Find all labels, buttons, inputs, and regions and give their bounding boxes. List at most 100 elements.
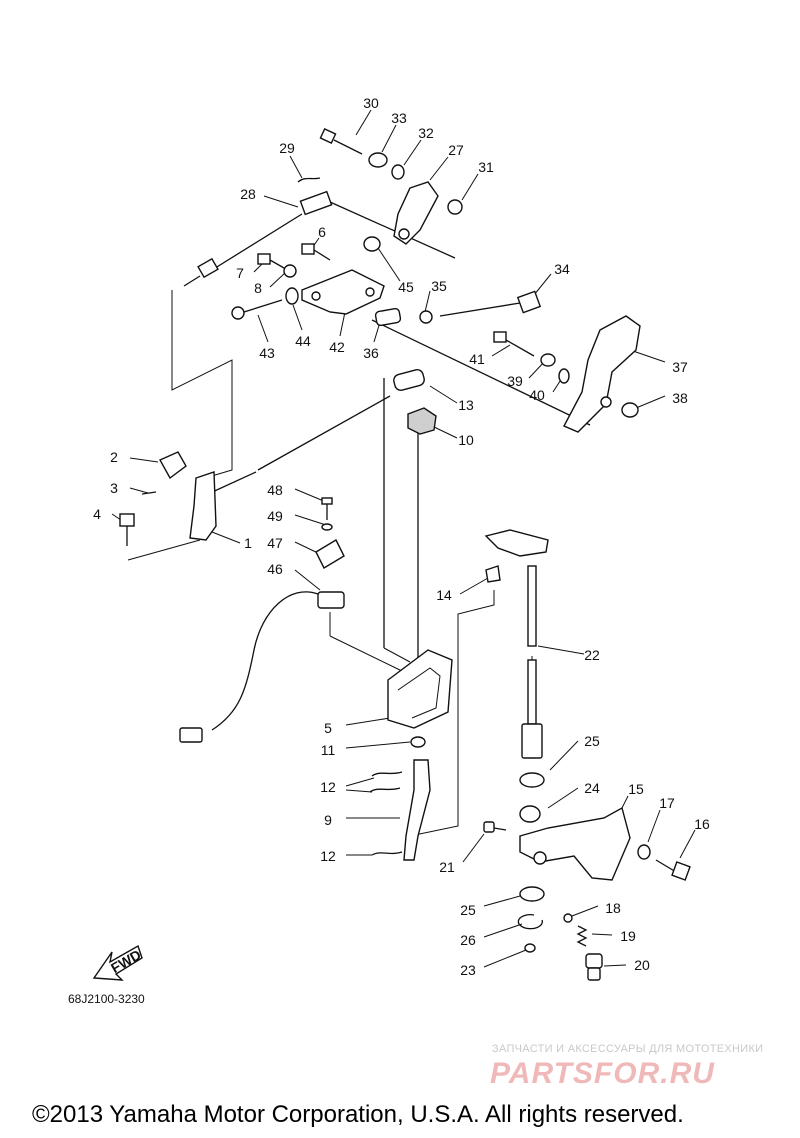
nut-35 [419,310,433,324]
shift-rod-22 [484,529,549,759]
washer-11 [410,736,426,748]
part-label-p12a: 12 [320,779,336,795]
washer-8 [283,264,297,278]
part-label-p33: 33 [391,110,407,126]
washer-49 [321,523,333,531]
part-label-p49: 49 [267,508,283,524]
part-label-p12b: 12 [320,848,336,864]
assembly-lines [127,201,591,837]
ball-18 [563,913,573,923]
part-label-p40: 40 [529,387,545,403]
part-label-p37: 37 [672,359,688,375]
clip-12b [369,787,401,793]
part-label-p41: 41 [469,351,485,367]
part-label-p43: 43 [259,345,275,361]
switch-46 [179,591,345,743]
washer-31 [447,199,463,215]
part-label-p4: 4 [93,506,101,522]
joint-13 [393,369,425,391]
copyright-notice: ©2013 Yamaha Motor Corporation, U.S.A. A… [32,1101,684,1128]
spring-19 [576,925,588,947]
part-label-p44: 44 [295,333,311,349]
part-label-p48: 48 [267,482,283,498]
box-5 [387,649,453,729]
clip-12a [371,771,403,777]
part-label-p21: 21 [439,859,455,875]
part-label-p11: 11 [321,742,336,758]
part-label-p26: 26 [460,932,476,948]
plug-20 [585,953,603,981]
washer-38 [621,402,639,418]
bolt-30 [319,128,363,155]
part-drawings [92,128,691,981]
part-label-p32: 32 [418,125,434,141]
part-label-p27: 27 [448,142,464,158]
washer-32 [391,164,405,180]
bolt-4 [119,513,135,546]
part-label-p42: 42 [329,339,345,355]
screw-48 [321,497,333,520]
watermark-tagline: ЗАПЧАСТИ И АКСЕССУАРЫ ДЛЯ МОТОТЕХНИКИ [492,1043,764,1055]
part-label-p15: 15 [628,781,644,797]
lever-9 [403,759,431,861]
clip-14 [485,565,501,583]
plate-47 [315,539,345,569]
part-label-p31: 31 [478,159,494,175]
cable-28 [183,190,333,287]
bolt-7 [257,253,285,269]
remote-cable [207,395,391,495]
part-label-p19: 19 [620,928,636,944]
nut-44 [285,287,299,305]
part-label-p14: 14 [436,587,452,603]
collar-39 [540,353,556,367]
bracket-42 [301,269,385,315]
bushing-24 [519,805,541,823]
part-label-p5: 5 [324,720,332,736]
bolt-43 [231,299,283,320]
part-label-p16: 16 [694,816,710,832]
washer-25a [519,772,545,788]
ring-23 [524,943,536,953]
part-label-p9: 9 [324,812,332,828]
clip-12c [371,851,403,856]
washer-25b [519,886,545,902]
part-label-p25a: 25 [584,733,600,749]
washer-17 [637,844,651,860]
part-label-p30: 30 [363,95,379,111]
collar-45 [363,236,381,252]
collar-33 [368,152,388,168]
part-label-p46: 46 [267,561,283,577]
part-label-p13: 13 [458,397,474,413]
joint-36 [374,307,402,327]
part-label-p10: 10 [458,432,474,448]
drawing-code: 68J2100-3230 [68,992,145,1006]
bolt-16 [655,859,691,881]
part-label-p25b: 25 [460,902,476,918]
part-label-p22: 22 [584,647,600,663]
part-label-p35: 35 [431,278,447,294]
part-label-p34: 34 [554,261,570,277]
part-label-p1: 1 [244,535,252,551]
rod-34 [439,290,542,317]
part-label-p23: 23 [460,962,476,978]
part-label-p2: 2 [110,449,118,465]
part-label-p20: 20 [634,957,650,973]
clip-29 [297,177,321,183]
leader-lines [111,109,696,968]
part-number-labels: 1234567891011121213141516171819202122232… [93,95,710,978]
part-label-p28: 28 [240,186,256,202]
part-label-p6: 6 [318,224,326,240]
part-label-p8: 8 [254,280,262,296]
screw-21 [483,821,507,833]
part-label-p24: 24 [584,780,600,796]
pin-3 [141,491,157,495]
circlip-26 [517,914,543,930]
part-label-p45: 45 [398,279,414,295]
washer-40 [558,368,570,384]
part-label-p7: 7 [236,265,244,281]
clamp-2 [159,451,187,480]
part-label-p38: 38 [672,390,688,406]
part-label-p18: 18 [605,900,621,916]
bolt-6 [301,243,331,261]
